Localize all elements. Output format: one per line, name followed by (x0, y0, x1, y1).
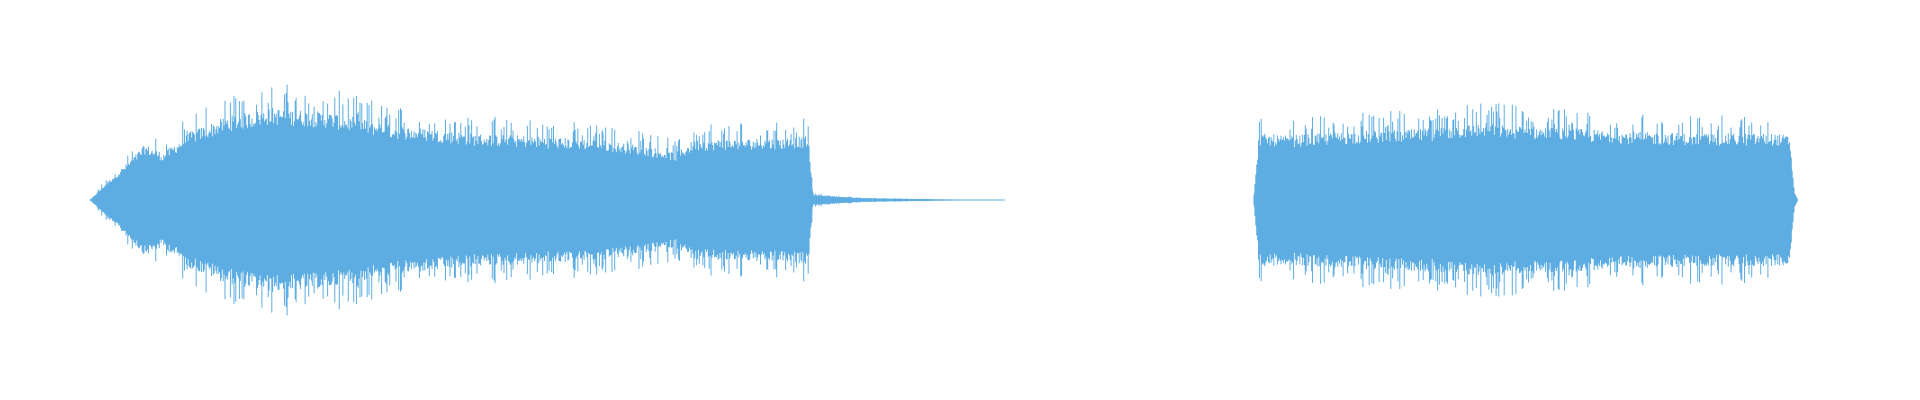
waveform-body (1254, 140, 1798, 260)
waveform-body (90, 128, 1005, 272)
waveform-segment-1 (89, 84, 1005, 316)
waveform-segment-2 (1253, 103, 1799, 297)
